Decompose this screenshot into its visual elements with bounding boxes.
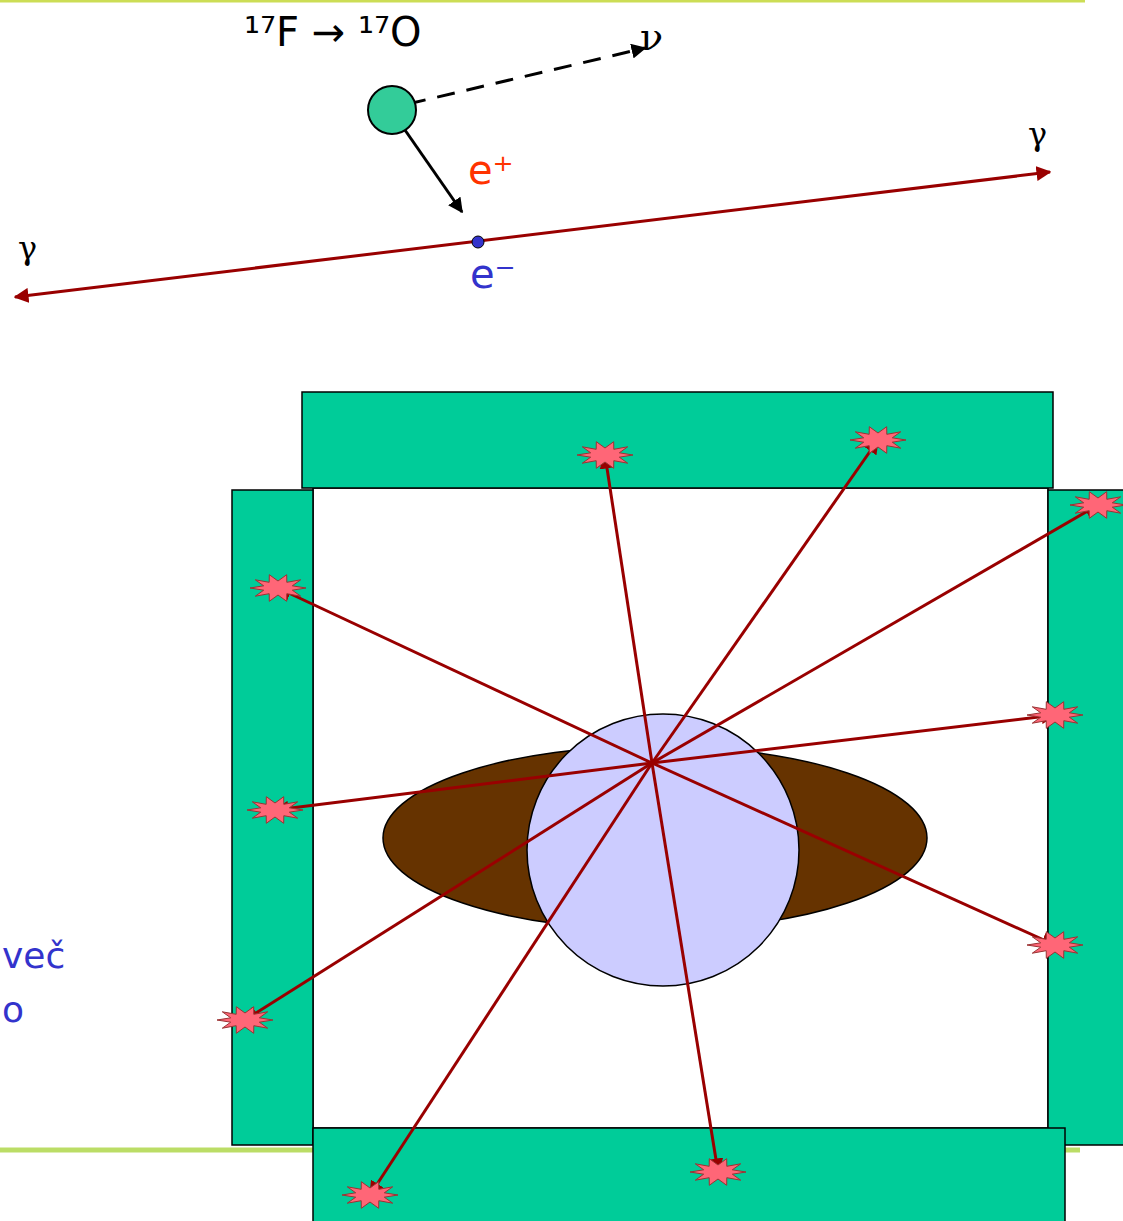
detector-left (232, 490, 313, 1145)
detector-bottom (313, 1128, 1065, 1221)
positron-label: e⁺ (468, 150, 514, 190)
detection-flash (690, 1159, 746, 1186)
gamma-rays (245, 440, 1098, 1195)
detection-flash (577, 442, 633, 469)
gamma-ray (652, 505, 1098, 763)
detection-flash (1070, 492, 1123, 519)
gamma-ray (275, 763, 652, 810)
slide-rule (0, 0, 1085, 3)
detection-flash (217, 1007, 273, 1034)
detector-right (1048, 490, 1123, 1145)
gamma-ray (370, 763, 652, 1195)
slide-text: o (2, 992, 24, 1028)
gamma-ray (605, 455, 652, 763)
neutrino-symbol: ν (640, 18, 663, 56)
electron-dot (472, 236, 484, 248)
decay-equation: ¹⁷F → ¹⁷O (244, 12, 422, 52)
detection-flash (1027, 932, 1083, 959)
slide-text: več (2, 938, 65, 974)
nucleus (368, 86, 416, 134)
detector-top (302, 392, 1053, 488)
electron-label: e⁻ (470, 254, 516, 294)
gamma-ray (652, 763, 1055, 945)
detection-flashes (217, 427, 1123, 1209)
patient-head (527, 714, 799, 986)
gamma-symbol: γ (18, 232, 37, 264)
gamma-ray (245, 763, 652, 1020)
gamma-ray (652, 440, 878, 763)
scanner-bore (313, 488, 1048, 1128)
gamma-ray (652, 763, 718, 1172)
gamma-ray (652, 715, 1055, 763)
detection-flash (850, 427, 906, 454)
gamma-ray (278, 588, 652, 763)
detection-flash (247, 797, 303, 824)
detection-flash (1027, 702, 1083, 729)
neutrino-path (408, 48, 645, 104)
gamma-symbol: γ (1028, 118, 1047, 150)
positron-path (398, 120, 462, 212)
gamma-pair (15, 172, 1050, 297)
detection-flash (250, 575, 306, 602)
detection-flash (342, 1182, 398, 1209)
